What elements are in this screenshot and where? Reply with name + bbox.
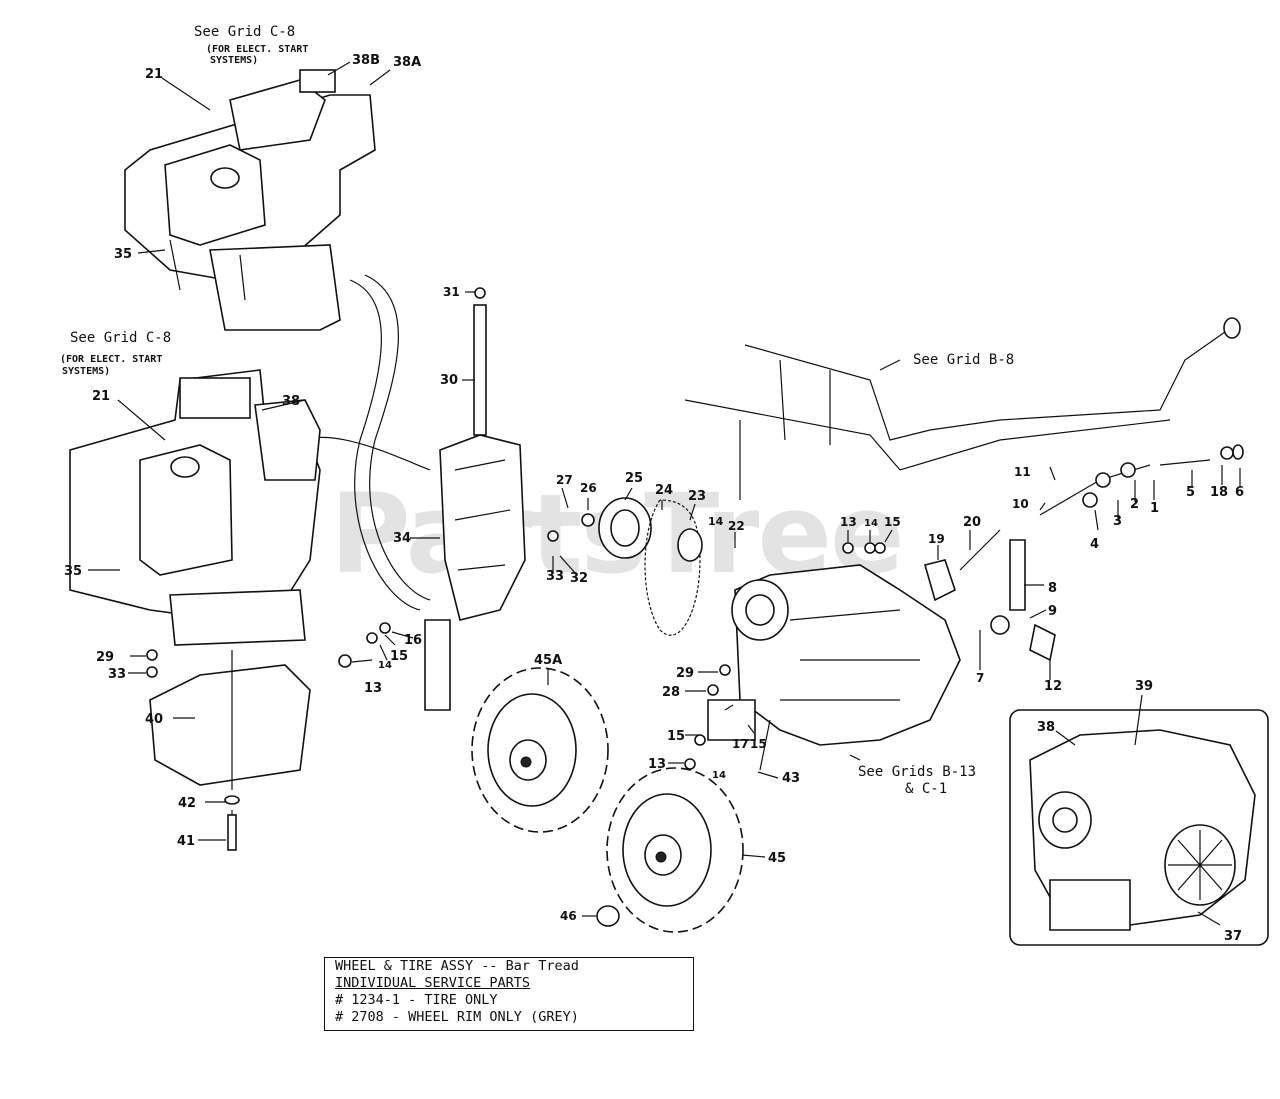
callout-29-left: 29 <box>96 650 114 665</box>
callout-13-left: 13 <box>364 681 382 696</box>
note-elect-start-top-2: SYSTEMS) <box>210 55 258 66</box>
callout-45a: 45A <box>534 653 562 668</box>
callout-17: 17 <box>732 737 749 751</box>
callout-38a: 38A <box>393 55 421 70</box>
service-parts-legend: WHEEL & TIRE ASSY -- Bar Tread INDIVIDUA… <box>324 957 694 1031</box>
callout-14-top: 14 <box>708 515 724 528</box>
callout-29-center: 29 <box>676 666 694 681</box>
callout-11: 11 <box>1014 465 1031 479</box>
grid-notes: See Grid C-8 (FOR ELECT. START SYSTEMS) … <box>60 24 1014 797</box>
callout-45: 45 <box>768 851 786 866</box>
callout-5: 5 <box>1186 485 1195 500</box>
callout-30: 30 <box>440 373 458 388</box>
callout-43: 43 <box>782 771 800 786</box>
callout-13-right: 13 <box>840 515 857 529</box>
callout-4: 4 <box>1090 537 1099 552</box>
callout-21-mid: 21 <box>92 389 110 404</box>
callout-15-center: 15 <box>667 729 685 744</box>
callout-38-mid: 38 <box>282 394 300 409</box>
note-see-grid-c8-mid: See Grid C-8 <box>70 330 171 346</box>
callout-20: 20 <box>963 515 981 530</box>
note-elect-start-top-1: (FOR ELECT. START <box>206 44 308 55</box>
callout-33-left: 33 <box>108 667 126 682</box>
note-see-grid-b8: See Grid B-8 <box>913 352 1014 368</box>
callout-2: 2 <box>1130 497 1139 512</box>
callout-25: 25 <box>625 471 643 486</box>
callout-7: 7 <box>976 671 984 685</box>
callout-12: 12 <box>1044 679 1062 694</box>
callout-13-center: 13 <box>648 757 666 772</box>
callout-18: 18 <box>1210 485 1228 500</box>
leader-lines <box>88 61 1241 926</box>
note-see-grids-b13: See Grids B-13 <box>858 764 976 780</box>
callout-46: 46 <box>560 909 577 923</box>
engine-inset <box>1029 729 1256 931</box>
legend-line-rim: # 2708 - WHEEL RIM ONLY (GREY) <box>335 1009 579 1025</box>
callout-34: 34 <box>393 531 411 546</box>
callout-3: 3 <box>1113 514 1122 529</box>
callout-28: 28 <box>662 685 680 700</box>
callout-labels: 21 38B 38A 35 31 30 21 38 35 34 27 26 25… <box>64 53 1244 944</box>
callout-6: 6 <box>1235 485 1244 500</box>
callout-31: 31 <box>443 285 460 299</box>
callout-41: 41 <box>177 834 195 849</box>
callout-8: 8 <box>1048 581 1057 596</box>
callout-9: 9 <box>1048 604 1057 619</box>
callout-33-center: 33 <box>546 569 564 584</box>
callout-40: 40 <box>145 712 163 727</box>
callout-38-inset: 38 <box>1037 720 1055 735</box>
callout-24: 24 <box>655 483 673 498</box>
callout-14-left: 14 <box>378 660 392 671</box>
legend-line-tire: # 1234-1 - TIRE ONLY <box>335 992 498 1008</box>
legend-line-assembly: WHEEL & TIRE ASSY -- Bar Tread <box>335 958 579 974</box>
wheel-45 <box>606 767 744 933</box>
callout-15-left: 15 <box>390 649 408 664</box>
base-plate <box>149 664 311 786</box>
callout-32: 32 <box>570 571 588 586</box>
callout-23: 23 <box>688 489 706 504</box>
callout-38b: 38B <box>352 53 380 68</box>
callout-15-right: 15 <box>884 515 901 529</box>
handle-frame <box>684 317 1241 500</box>
callout-22: 22 <box>728 519 745 533</box>
callout-21-top: 21 <box>145 67 163 82</box>
note-see-grid-c8-top: See Grid C-8 <box>194 24 295 40</box>
callout-27: 27 <box>556 473 573 487</box>
callout-42: 42 <box>178 796 196 811</box>
callout-15-center2: 15 <box>750 737 767 751</box>
callout-35-top: 35 <box>114 247 132 262</box>
gear-housing <box>439 434 526 621</box>
wheel-45a <box>471 667 609 833</box>
callout-37: 37 <box>1224 929 1242 944</box>
callout-39: 39 <box>1135 679 1153 694</box>
legend-line-heading: INDIVIDUAL SERVICE PARTS <box>335 975 531 991</box>
engine-upper <box>124 69 376 331</box>
callout-26: 26 <box>580 481 597 495</box>
callout-1: 1 <box>1150 501 1159 516</box>
note-elect-start-mid-1: (FOR ELECT. START <box>60 354 162 365</box>
callout-10: 10 <box>1012 497 1029 511</box>
callout-19: 19 <box>928 532 945 546</box>
callout-14-center: 14 <box>712 770 726 781</box>
callout-16: 16 <box>404 633 422 648</box>
note-c1: & C-1 <box>905 781 947 797</box>
note-elect-start-mid-2: SYSTEMS) <box>62 366 110 377</box>
shaft <box>473 304 487 436</box>
callout-14-right: 14 <box>864 518 878 529</box>
callout-35-mid: 35 <box>64 564 82 579</box>
engine-middle <box>69 369 321 646</box>
